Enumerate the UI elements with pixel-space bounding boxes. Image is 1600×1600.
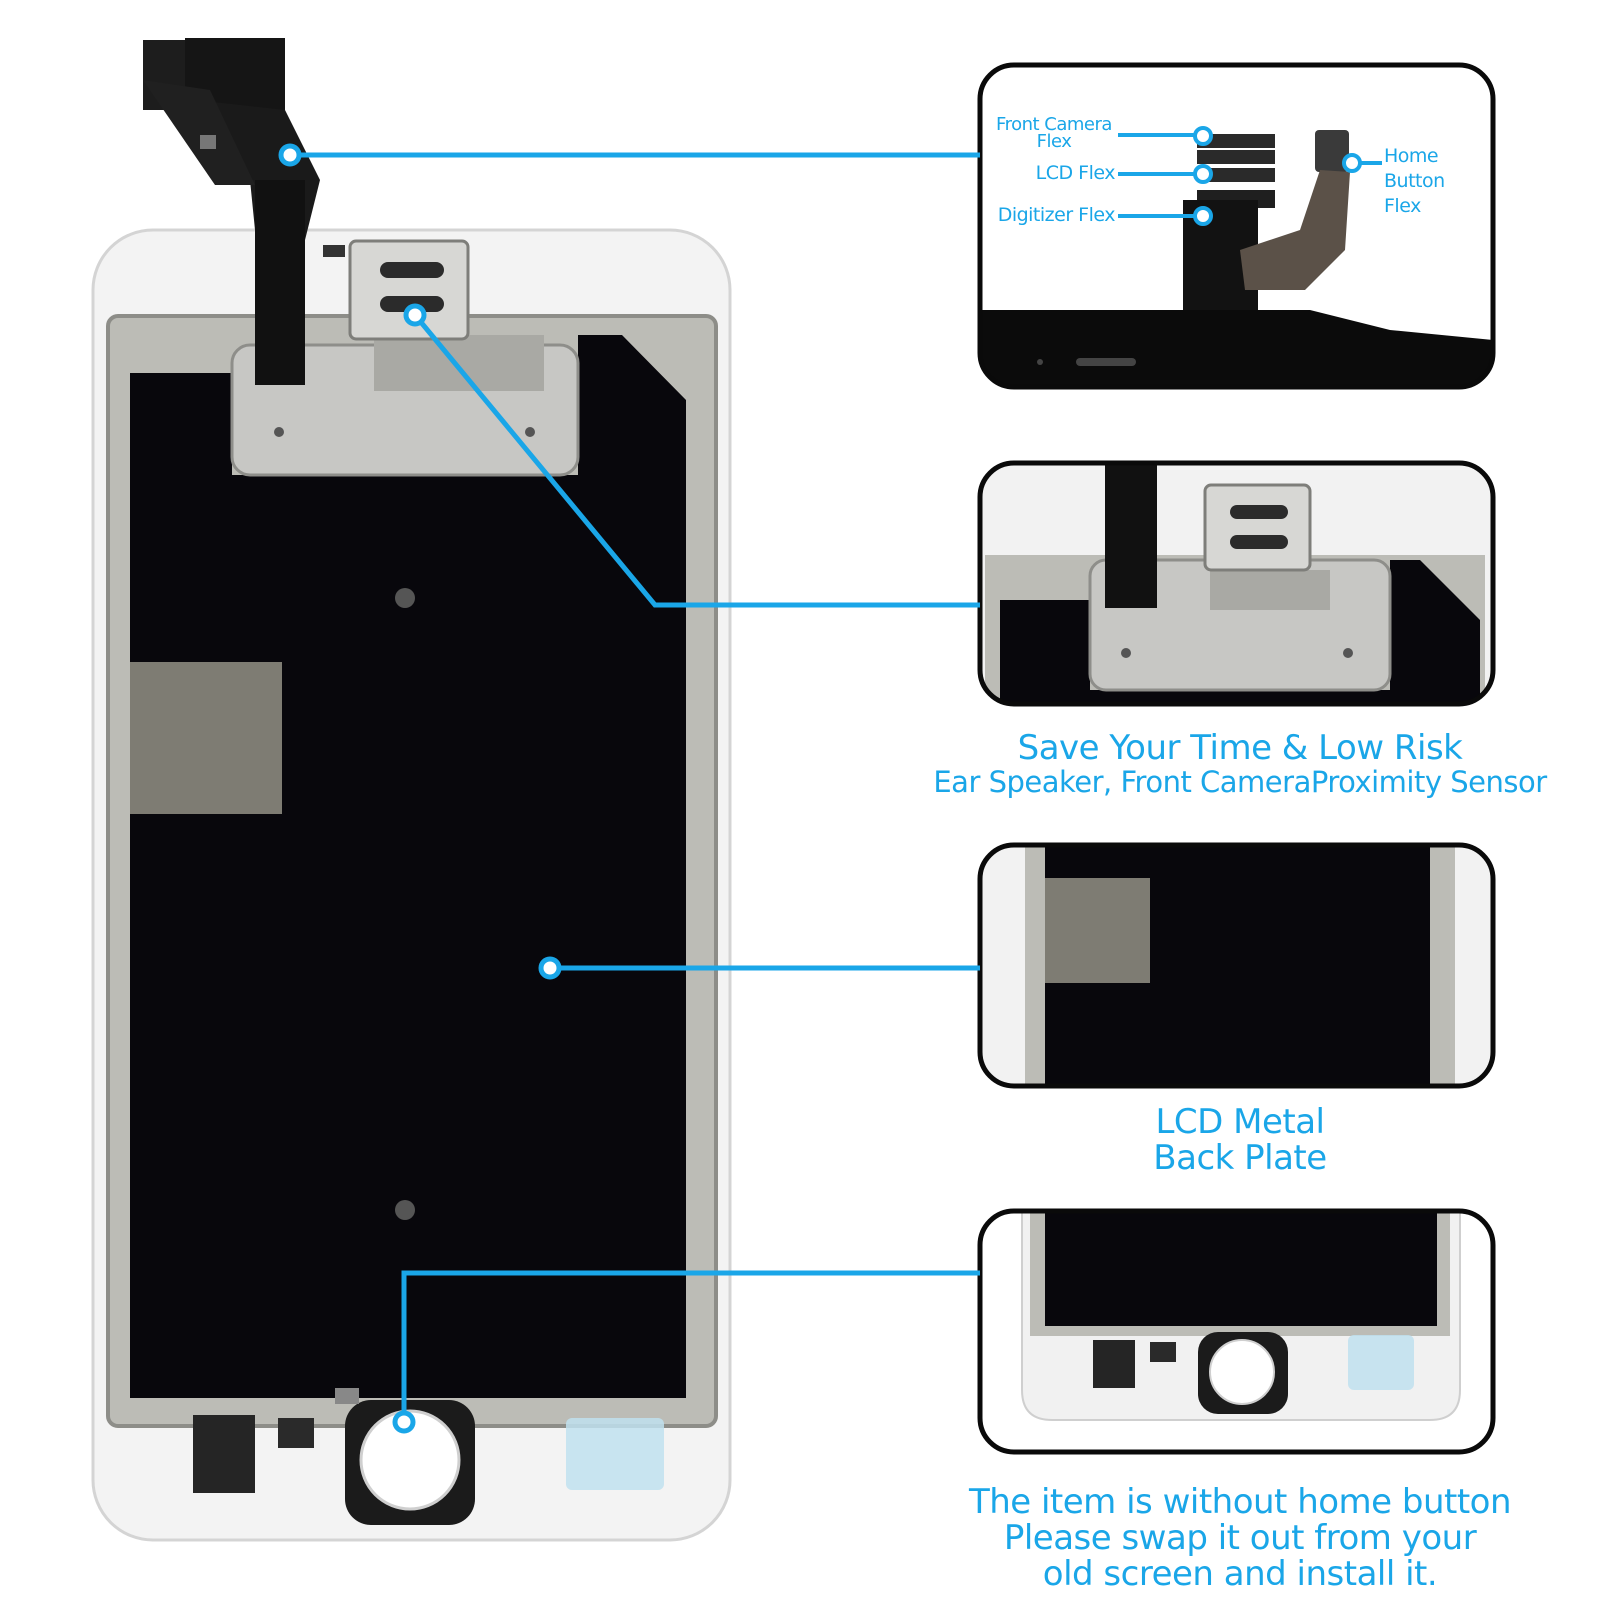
label-dot-front-camera — [1193, 126, 1213, 146]
caption-home-button-note: The item is without home button Please s… — [940, 1484, 1540, 1592]
inset-1-border — [977, 62, 1496, 390]
flex-cable — [143, 38, 320, 385]
phone-screen-assembly — [91, 38, 732, 1542]
inset-2-border — [977, 460, 1496, 707]
label-front-camera-flex: Front Camera Flex — [996, 114, 1112, 152]
callout-dot-home-button — [392, 1410, 416, 1434]
caption-home-line-1: The item is without home button — [968, 1482, 1512, 1522]
callout-dot-flex — [278, 143, 302, 167]
label-dot-digitizer — [1193, 206, 1213, 226]
inset-flex-cables — [977, 62, 1496, 390]
caption-lcd-line-2: Back Plate — [1153, 1138, 1327, 1178]
label-dot-lcd — [1193, 164, 1213, 184]
callout-lines — [290, 133, 1382, 1422]
inset-home-button-area — [977, 1208, 1496, 1455]
lcd-back-black — [130, 335, 686, 1398]
label-home-button-flex: Home Button Flex — [1384, 145, 1445, 217]
label-lcd-flex: LCD Flex — [1035, 162, 1116, 184]
callout-line-home-button — [401, 1270, 980, 1422]
callout-dot-lcd-plate — [538, 956, 562, 980]
caption-save-time: Save Your Time & Low Risk Ear Speaker, F… — [910, 730, 1570, 798]
home-button-hole — [359, 1409, 461, 1511]
inset-lcd-back-plate — [977, 842, 1496, 1089]
side-adhesive-pad — [130, 662, 282, 814]
caption-save-time-title: Save Your Time & Low Risk — [1017, 728, 1463, 768]
caption-lcd-back-plate: LCD Metal Back Plate — [1080, 1104, 1400, 1176]
callout-line-ear-speaker — [413, 313, 980, 608]
callout-dot-ear-speaker — [403, 303, 427, 327]
caption-home-line-2: Please swap it out from your — [1003, 1518, 1477, 1558]
callout-dots — [278, 126, 1362, 1434]
label-dot-home-flex — [1342, 153, 1362, 173]
caption-home-line-3: old screen and install it. — [1042, 1554, 1438, 1594]
label-digitizer-flex: Digitizer Flex — [997, 204, 1116, 226]
inset-4-border — [977, 1208, 1496, 1455]
caption-save-time-subtitle: Ear Speaker, Front CameraProximity Senso… — [933, 765, 1547, 799]
inset-ear-speaker-area — [977, 460, 1496, 707]
caption-lcd-line-1: LCD Metal — [1155, 1102, 1325, 1142]
